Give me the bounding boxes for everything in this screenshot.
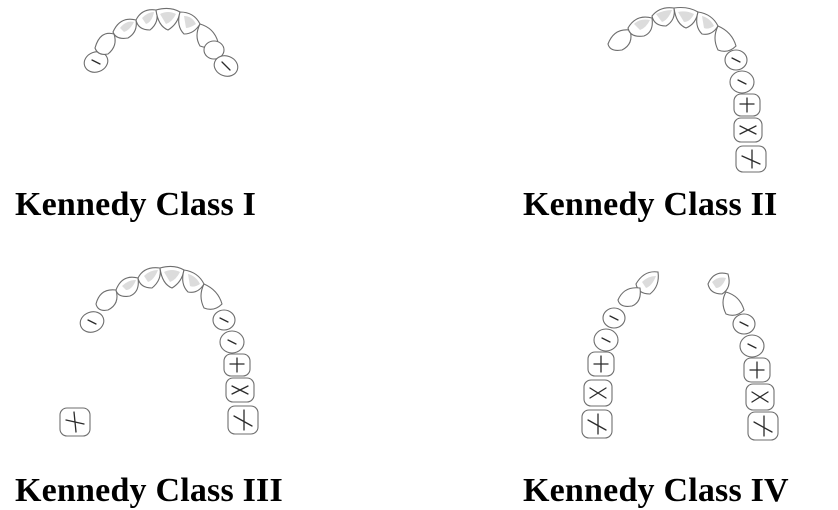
arch-teeth-class-4-right: [708, 273, 778, 440]
arch-teeth-class-4-left: [582, 272, 658, 438]
tooth: [723, 292, 744, 315]
tooth: [618, 288, 640, 307]
tooth: [748, 412, 778, 440]
caption-kennedy-class-4: Kennedy Class IV: [523, 472, 789, 510]
tooth: [582, 410, 612, 438]
